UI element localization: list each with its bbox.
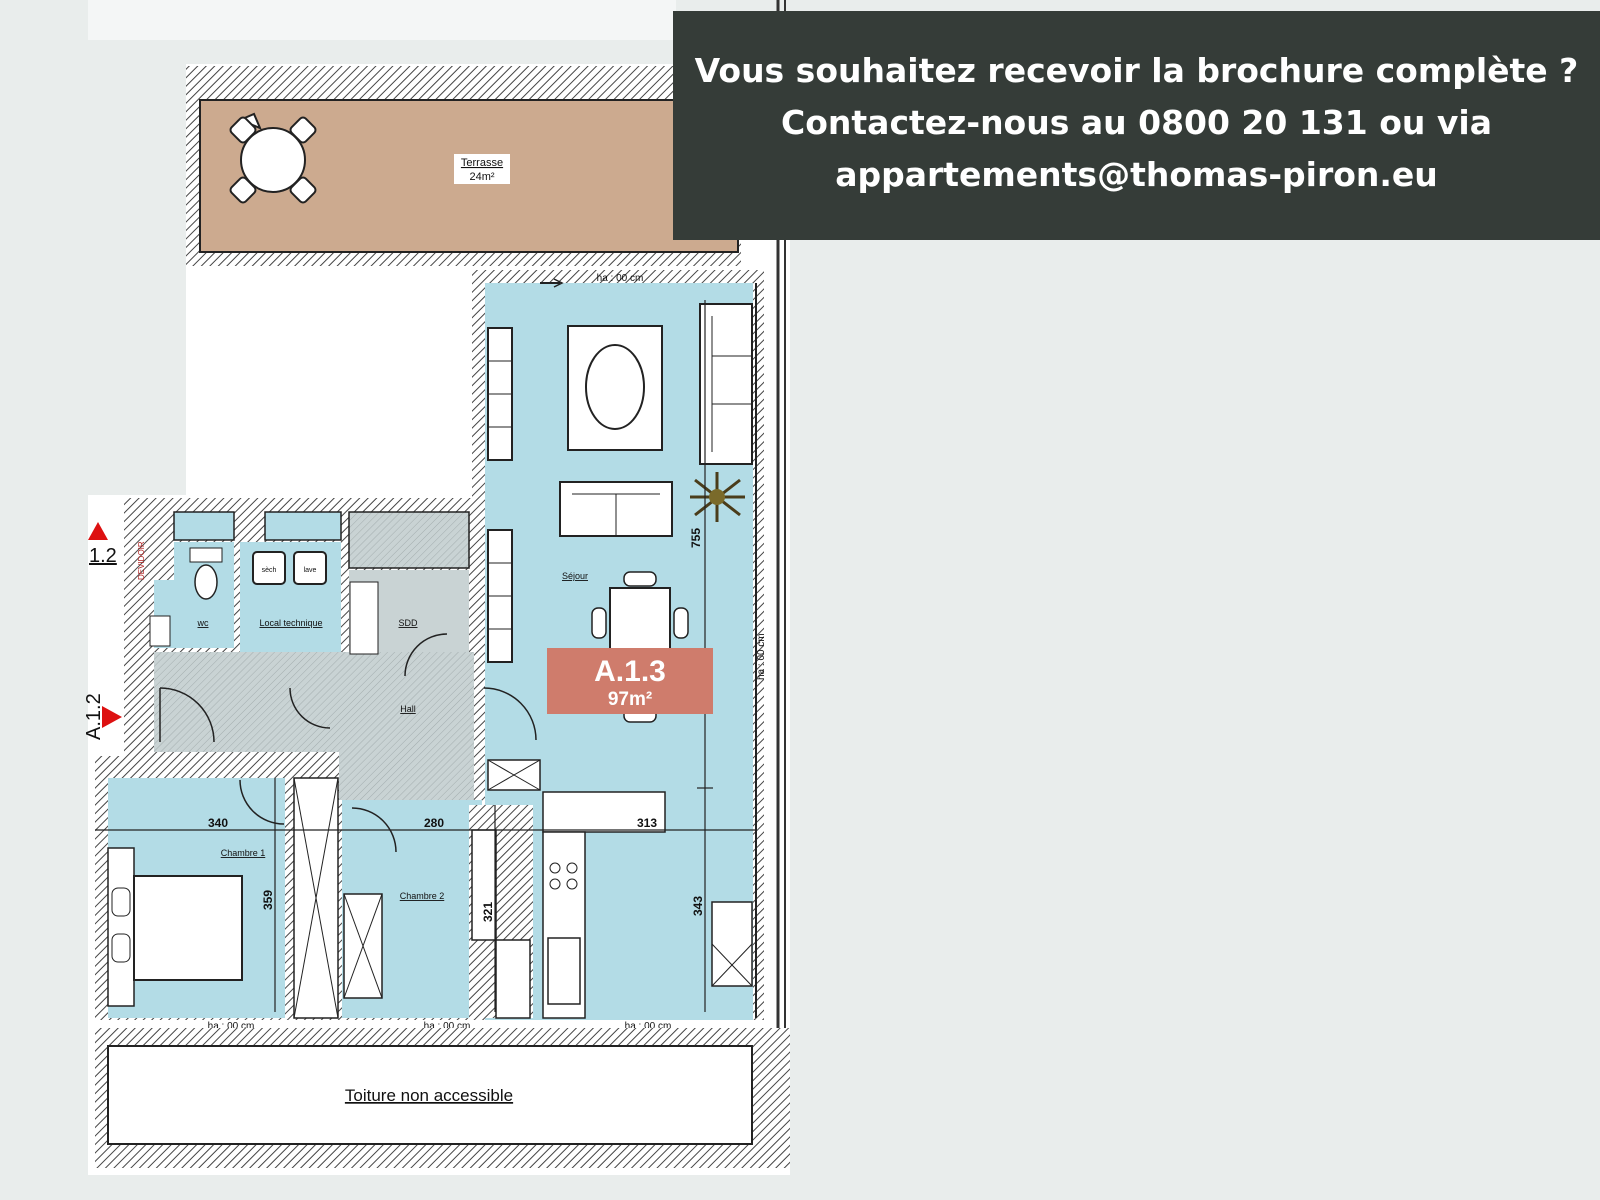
label-chambre2: Chambre 2 — [400, 891, 445, 901]
dim-313: 313 — [637, 816, 657, 830]
sink-icon — [547, 937, 581, 1005]
window-note-right: ha : 00 cm — [756, 633, 767, 680]
bedside — [107, 847, 135, 1007]
shower — [348, 511, 470, 569]
window-note-bottom1: ha : 00 cm — [208, 1021, 255, 1032]
window-note-top: ha : 00 cm — [597, 273, 644, 284]
dim-343: 343 — [691, 896, 705, 916]
label-dryer: sèch — [262, 567, 277, 574]
label-hall: Hall — [400, 704, 416, 714]
banner-line-1: Vous souhaitez recevoir la brochure comp… — [694, 50, 1579, 90]
window-note-bottom3: ha : 00 cm — [625, 1021, 672, 1032]
sofa-right — [699, 303, 753, 465]
unit-area: 97m² — [607, 689, 653, 710]
dim-321: 321 — [481, 902, 495, 922]
bed-icon — [133, 875, 243, 981]
label-roof: Toiture non accessible — [345, 1086, 513, 1105]
label-washer: lave — [304, 567, 317, 574]
dim-280: 280 — [424, 816, 444, 830]
neighbor-marker-mid — [102, 706, 122, 728]
dim-359: 359 — [261, 890, 275, 910]
terrace-label: Terrasse — [461, 157, 503, 169]
dim-755: 755 — [689, 528, 703, 548]
sheet-top — [88, 0, 676, 40]
neighbor-marker-top — [88, 522, 108, 540]
window-note-bottom2: ha : 00 cm — [424, 1021, 471, 1032]
coffee-table — [585, 344, 645, 430]
label-chambre1: Chambre 1 — [221, 848, 266, 858]
roof-area — [107, 1045, 753, 1145]
neighbor-label-mid: A.1.2 — [83, 693, 105, 740]
dryer-icon — [252, 551, 286, 585]
label-sdd: SDD — [398, 618, 418, 628]
unit-code: A.1.3 — [594, 655, 666, 688]
unit-badge: A.1.3 97m² — [547, 648, 713, 714]
label-local-technique: Local technique — [259, 618, 322, 628]
neighbor-label-top: 1.2 — [89, 545, 117, 567]
washer-icon — [293, 551, 327, 585]
banner-line-3[interactable]: appartements@thomas-piron.eu — [835, 154, 1438, 194]
terrace-table-icon — [229, 112, 317, 204]
kitchen-counter — [542, 831, 586, 1019]
label-sejour: Séjour — [562, 571, 588, 581]
banner-line-2: Contactez-nous au 0800 20 131 ou via — [781, 102, 1492, 142]
terrace-area: 24m² — [469, 171, 494, 183]
plant-icon — [690, 472, 745, 522]
label-devidoir: DEVIDOIR — [137, 541, 146, 580]
hall-floor — [154, 652, 474, 752]
dim-340: 340 — [208, 816, 228, 830]
label-wc: wc — [197, 618, 209, 628]
contact-banner: Vous souhaitez recevoir la brochure comp… — [673, 11, 1600, 240]
toilet-icon — [194, 564, 218, 600]
doors — [159, 278, 564, 853]
